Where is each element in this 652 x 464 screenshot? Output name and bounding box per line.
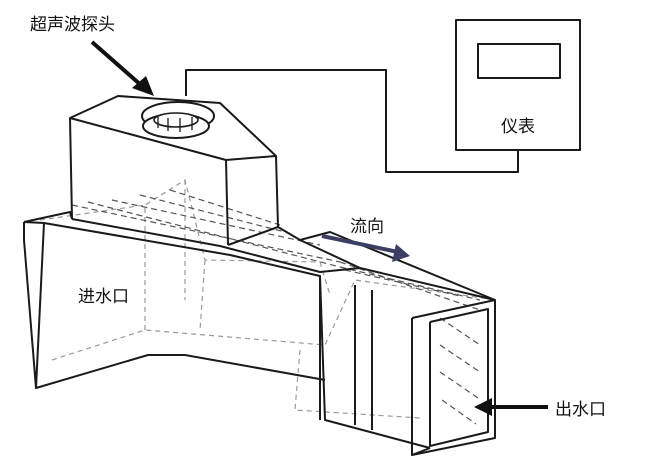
probe-label: 超声波探头 xyxy=(30,15,115,35)
flow-arrow-icon xyxy=(321,234,410,262)
hidden-edges xyxy=(39,179,498,419)
flume-body xyxy=(23,95,496,456)
meter: 仪表 xyxy=(455,19,581,151)
ultrasonic-probe xyxy=(141,101,215,139)
outlet-label: 出水口 xyxy=(555,400,606,420)
ultrasound-beam xyxy=(71,189,481,425)
flow-label: 流向 xyxy=(350,217,384,237)
inlet-label: 进水口 xyxy=(78,287,129,307)
signal-cable xyxy=(185,69,519,173)
outlet-arrow-icon xyxy=(474,398,548,416)
meter-display xyxy=(477,43,561,79)
probe-arrow-icon xyxy=(90,40,154,96)
meter-label: 仪表 xyxy=(501,117,535,137)
